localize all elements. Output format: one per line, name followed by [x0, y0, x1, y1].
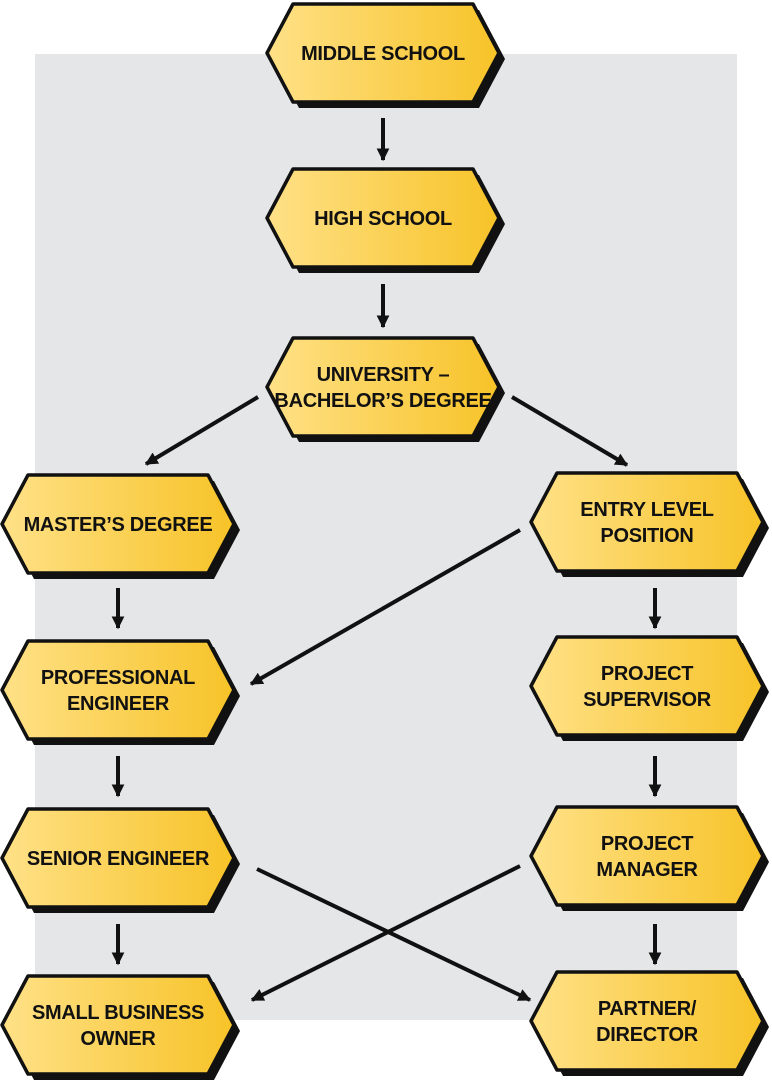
node-hexagon	[265, 167, 501, 269]
node-label-high-school-line-1: HIGH SCHOOL	[314, 208, 452, 230]
node-project-supervisor: PROJECT SUPERVISOR	[529, 635, 769, 741]
arrow-university-to-masters-degree	[144, 395, 260, 466]
node-hexagon	[529, 970, 765, 1072]
node-hexagon	[0, 807, 236, 909]
node-label-project-supervisor-line-1: PROJECT	[601, 663, 693, 685]
node-label-small-business-owner-line-2: OWNER	[80, 1028, 156, 1050]
node-hexagon	[529, 471, 765, 573]
node-label-middle-school-line-1: MIDDLE SCHOOL	[301, 43, 465, 65]
node-middle-school: MIDDLE SCHOOL	[265, 2, 505, 108]
node-label-masters-degree-line-1: MASTER’S DEGREE	[24, 514, 213, 536]
node-entry-level-position: ENTRY LEVEL POSITION	[529, 471, 769, 577]
node-label-university-line-2: BACHELOR’S DEGREE	[274, 390, 491, 412]
node-senior-engineer: SENIOR ENGINEER	[0, 807, 240, 913]
node-high-school: HIGH SCHOOL	[265, 167, 505, 273]
arrow-project-manager-to-small-business-owner	[250, 864, 521, 1002]
node-hexagon	[0, 974, 236, 1076]
node-hexagon	[529, 805, 765, 907]
node-label-partner-director-line-2: DIRECTOR	[596, 1024, 699, 1046]
node-hexagon	[0, 473, 236, 575]
edges-layer	[111, 118, 662, 1002]
node-label-partner-director-line-1: PARTNER/	[598, 998, 697, 1020]
node-label-university-line-1: UNIVERSITY –	[317, 364, 450, 386]
arrow-university-to-entry-level-position	[510, 395, 629, 467]
node-professional-engineer: PROFESSIONAL ENGINEER	[0, 639, 240, 745]
node-label-entry-level-position-line-1: ENTRY LEVEL	[580, 499, 713, 521]
node-label-project-manager-line-2: MANAGER	[596, 859, 698, 881]
node-hexagon	[265, 2, 501, 104]
node-label-small-business-owner-line-1: SMALL BUSINESS	[32, 1002, 204, 1024]
node-label-entry-level-position-line-2: POSITION	[600, 525, 693, 547]
arrow-entry-level-position-to-professional-engineer	[249, 528, 521, 686]
node-label-project-manager-line-1: PROJECT	[601, 833, 693, 855]
node-label-professional-engineer-line-2: ENGINEER	[67, 693, 170, 715]
arrow-senior-engineer-to-partner-director	[256, 867, 532, 1002]
node-label-senior-engineer-line-1: SENIOR ENGINEER	[27, 848, 210, 870]
node-hexagon	[0, 639, 236, 741]
node-hexagon	[529, 635, 765, 737]
node-partner-director: PARTNER/DIRECTOR	[529, 970, 769, 1076]
node-small-business-owner: SMALL BUSINESS OWNER	[0, 974, 240, 1080]
node-label-professional-engineer-line-1: PROFESSIONAL	[41, 667, 195, 689]
node-project-manager: PROJECT MANAGER	[529, 805, 769, 911]
node-university: UNIVERSITY – BACHELOR’S DEGREE	[265, 336, 505, 442]
node-label-project-supervisor-line-2: SUPERVISOR	[583, 689, 712, 711]
node-masters-degree: MASTER’S DEGREE	[0, 473, 240, 579]
node-hexagon	[265, 336, 501, 438]
